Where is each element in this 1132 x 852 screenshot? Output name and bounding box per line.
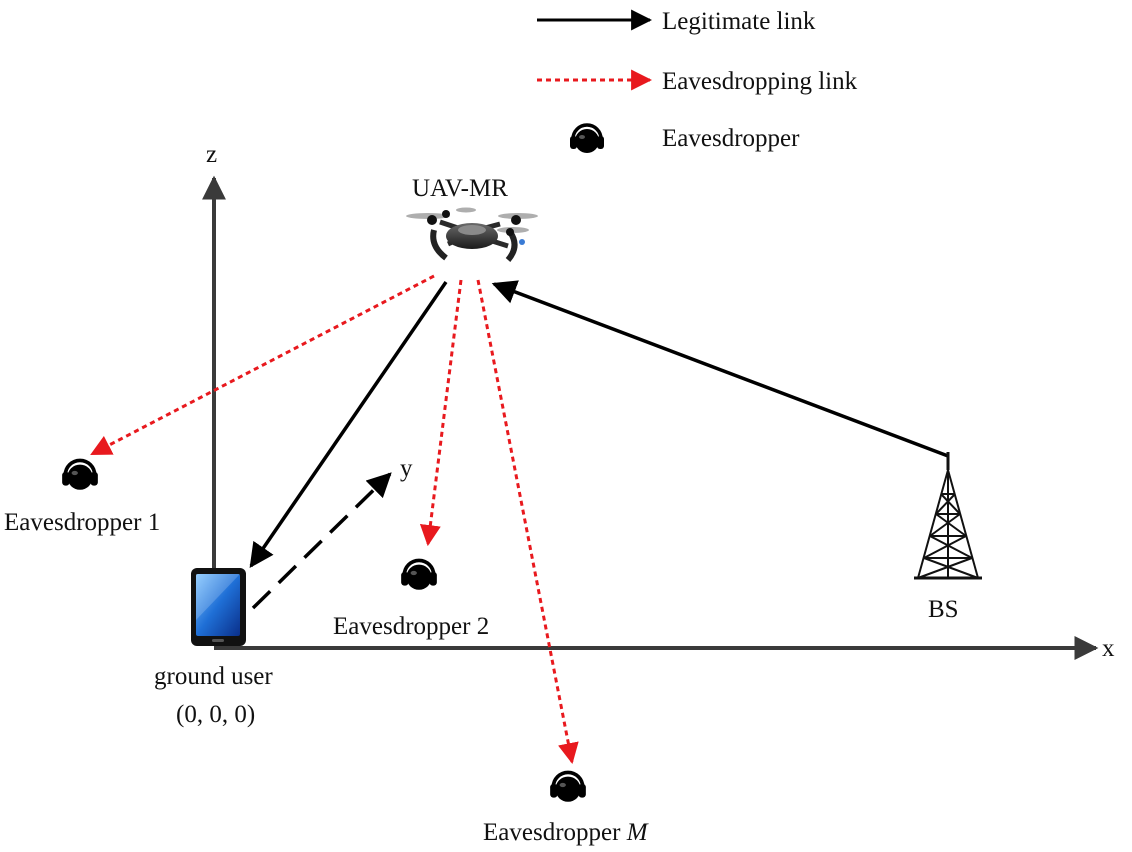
eavesdropping-link-eve2 (419, 279, 463, 547)
links (90, 274, 949, 765)
y-axis (251, 472, 392, 610)
legend-eavesdropper-icon (568, 123, 606, 155)
legend-eavesdropping-label: Eavesdropping link (662, 68, 858, 95)
y-axis-label: y (400, 455, 413, 482)
bs-tower-icon (914, 452, 982, 580)
legitimate-link-bs-to-uav (491, 280, 949, 458)
user-coords-label: (0, 0, 0) (176, 701, 255, 728)
user-label: ground user (154, 663, 273, 690)
uav-drone-icon (406, 207, 538, 262)
phone-icon (191, 568, 246, 646)
z-axis-label: z (206, 141, 217, 168)
axes: z x y (202, 141, 1115, 662)
legend-eavesdropper-label: Eavesdropper (662, 125, 800, 152)
eavesdropper-m-label-prefix: Eavesdropper (483, 819, 627, 846)
x-axis-label: x (1102, 635, 1115, 662)
eavesdropper-m-label-suffix: M (626, 819, 649, 846)
bs-label: BS (928, 596, 959, 623)
eavesdropping-link-eveM (476, 279, 579, 765)
eavesdropper-1-icon (60, 458, 100, 492)
legitimate-link-uav-to-user (249, 281, 448, 569)
eavesdropper-2-icon (399, 558, 439, 592)
eavesdropper-m-icon (548, 770, 588, 804)
eavesdropper-1-label: Eavesdropper 1 (4, 509, 160, 536)
legend: Legitimate link Eavesdropping link Eaves… (537, 8, 858, 155)
eavesdropper-m-label: Eavesdropper M (483, 819, 649, 846)
legend-legitimate-label: Legitimate link (662, 8, 816, 35)
uav-label: UAV-MR (412, 175, 508, 202)
eavesdropper-2-label: Eavesdropper 2 (333, 613, 489, 640)
eavesdropping-link-eve1 (90, 274, 435, 456)
